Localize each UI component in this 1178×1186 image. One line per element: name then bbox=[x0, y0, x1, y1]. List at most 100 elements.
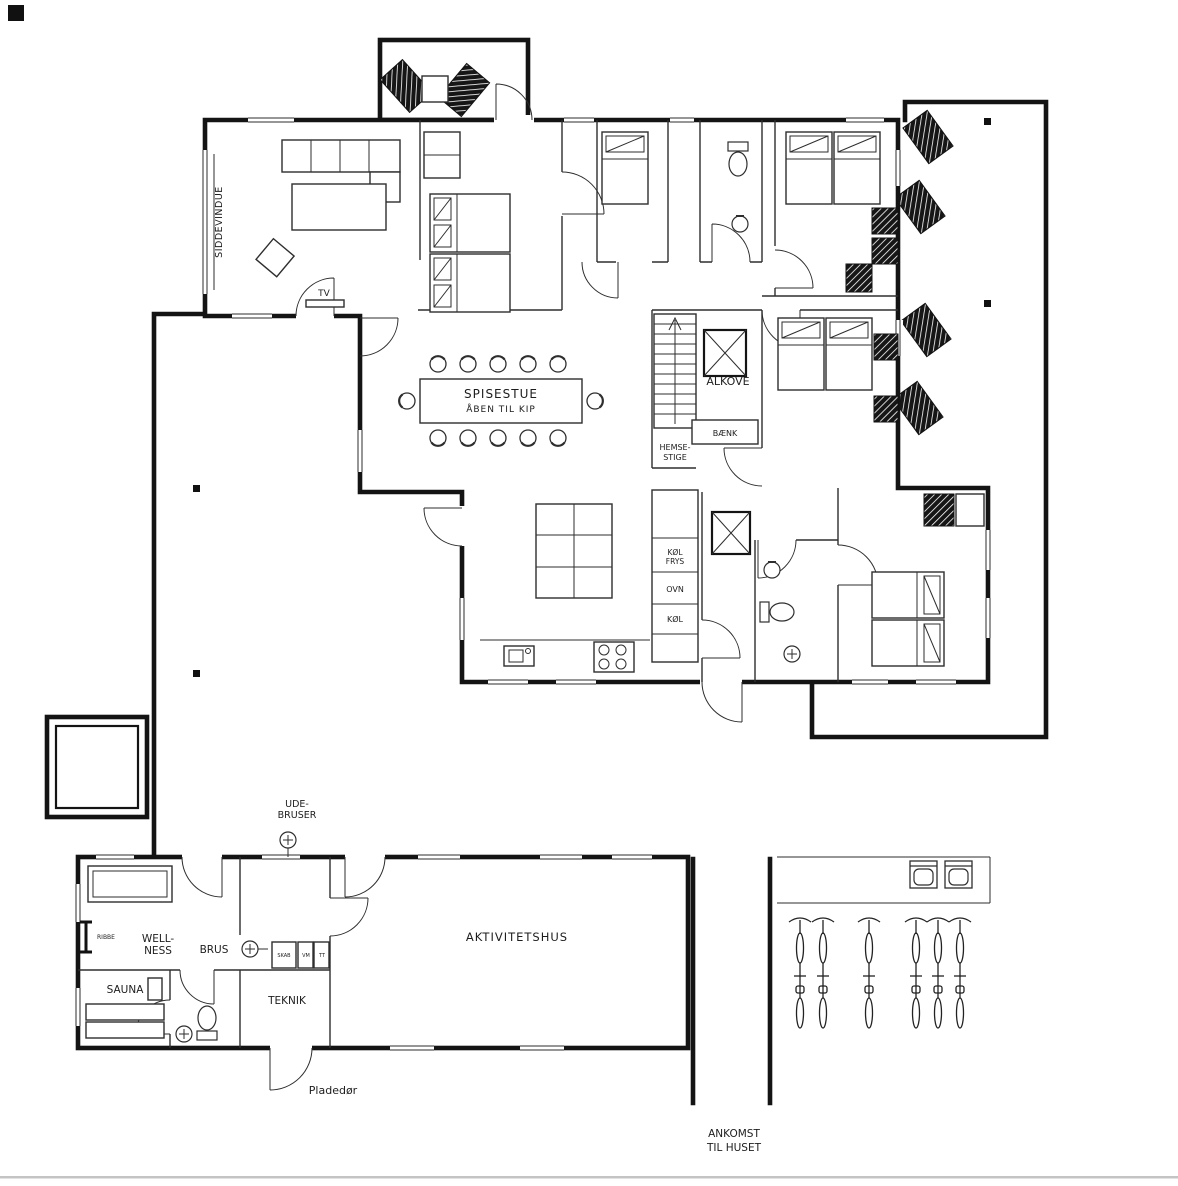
alkove-label: ALKOVE bbox=[706, 375, 749, 388]
terrace-post bbox=[984, 300, 991, 307]
left-terrace-edge bbox=[151, 311, 208, 860]
bike-icon bbox=[788, 917, 812, 1029]
bench bbox=[691, 419, 759, 445]
annex-openings bbox=[73, 852, 652, 1053]
bike-icon bbox=[811, 917, 835, 1029]
ude-bruser-label-2: BRUSER bbox=[278, 810, 317, 821]
appliance-column bbox=[651, 489, 699, 663]
single-bed-icon bbox=[785, 131, 833, 205]
chair-icon bbox=[397, 391, 417, 411]
teknik-label: TEKNIK bbox=[267, 995, 307, 1007]
bike-icon bbox=[904, 917, 928, 1029]
brus-label: BRUS bbox=[200, 944, 229, 956]
bedroom-2 bbox=[601, 131, 649, 205]
single-bed-icon bbox=[825, 317, 873, 391]
tt-label: TT bbox=[318, 953, 326, 959]
cooktop bbox=[593, 641, 635, 673]
wellness-label-2: NESS bbox=[144, 945, 172, 957]
sofa bbox=[281, 139, 401, 173]
hot-tub-inner bbox=[54, 724, 140, 810]
wall-bars-icon bbox=[80, 920, 92, 954]
pladedoer-label: Pladedør bbox=[309, 1084, 358, 1097]
annex: RIBBE WELL- NESS BRUS SKAB VM TT SAUNA bbox=[73, 799, 691, 1097]
brus-room: BRUS SKAB VM TT bbox=[200, 940, 330, 969]
ankomst-label-2: TIL HUSET bbox=[706, 1142, 762, 1154]
wellness-label-1: WELL- bbox=[142, 933, 175, 945]
chair-icon bbox=[909, 860, 938, 889]
baenk-label: BÆNK bbox=[713, 429, 738, 438]
sauna-heater bbox=[147, 977, 163, 1001]
wardrobe bbox=[845, 263, 873, 293]
hemse-label-2: STIGE bbox=[663, 453, 687, 462]
main-house: TV SIDDEVINDUE bbox=[200, 83, 993, 723]
tv-label: TV bbox=[317, 289, 330, 299]
massage-table bbox=[87, 865, 173, 903]
chair-icon bbox=[585, 391, 605, 411]
living-room: TV SIDDEVINDUE bbox=[214, 139, 401, 308]
coffee-table bbox=[291, 183, 387, 231]
shower-icon bbox=[241, 940, 259, 958]
cabinet bbox=[271, 941, 297, 969]
corner-marker bbox=[8, 5, 24, 21]
dining-room: SPISESTUE ÅBEN TIL KIP bbox=[397, 354, 605, 448]
chair-icon bbox=[428, 428, 448, 448]
ladder-arrow bbox=[668, 316, 682, 424]
hemse-ladder bbox=[653, 313, 697, 429]
wellness-room: RIBBE WELL- NESS bbox=[80, 865, 175, 957]
ribbe-label: RIBBE bbox=[97, 934, 115, 941]
dryer bbox=[313, 941, 330, 969]
outdoor-shower: UDE- BRUSER bbox=[278, 799, 317, 857]
single-bed-icon bbox=[833, 131, 881, 205]
chair-icon bbox=[488, 428, 508, 448]
terrace-table bbox=[421, 75, 449, 103]
top-terrace bbox=[377, 37, 531, 123]
hemse-label-1: HEMSE- bbox=[660, 443, 691, 452]
entrance-corridor: ANKOMST TIL HUSET bbox=[690, 856, 773, 1154]
aaben-til-kip-label: ÅBEN TIL KIP bbox=[466, 403, 536, 415]
outdoor-shower-icon bbox=[279, 831, 297, 849]
chair-icon bbox=[548, 354, 568, 374]
toilet-icon bbox=[196, 1005, 218, 1041]
bike-icon bbox=[857, 917, 881, 1029]
chair-icon bbox=[428, 354, 448, 374]
wardrobe bbox=[923, 493, 955, 527]
bedroom-3 bbox=[785, 131, 899, 293]
siddevindue-label: SIDDEVINDUE bbox=[214, 186, 225, 258]
bike-icon bbox=[926, 917, 950, 1029]
kitchen: KØL FRYS OVN KØL bbox=[480, 489, 699, 673]
annex-doors bbox=[135, 856, 386, 1091]
sauna-label: SAUNA bbox=[107, 984, 145, 996]
vm-label: VM bbox=[302, 953, 310, 959]
koel-frys-label-1: KØL bbox=[668, 548, 684, 557]
wardrobe bbox=[873, 333, 899, 361]
bedroom-1 bbox=[423, 131, 511, 313]
lounge-chair-icon bbox=[902, 109, 954, 165]
bike-icon bbox=[948, 917, 972, 1029]
terrace-post bbox=[193, 670, 200, 677]
chair-icon bbox=[548, 428, 568, 448]
tv bbox=[305, 299, 345, 308]
bike-parking bbox=[777, 856, 991, 1029]
double-bed-icon bbox=[429, 193, 511, 253]
terrace-outlines bbox=[44, 99, 1049, 860]
chair-icon bbox=[488, 354, 508, 374]
sink-icon bbox=[731, 215, 749, 233]
ankomst-label-1: ANKOMST bbox=[708, 1128, 760, 1140]
teknik-room: TEKNIK bbox=[267, 995, 307, 1007]
kitchen-sink bbox=[503, 645, 535, 667]
toilet-icon bbox=[727, 141, 749, 177]
aktivitetshus-label: AKTIVITETSHUS bbox=[466, 930, 568, 944]
chair-icon bbox=[458, 354, 478, 374]
lounge-chair-icon bbox=[900, 302, 952, 358]
hall-skylight bbox=[710, 510, 752, 556]
sink-icon bbox=[763, 561, 781, 579]
ude-bruser-label-1: UDE- bbox=[285, 799, 309, 810]
single-bed-icon bbox=[871, 619, 945, 667]
sink-icon bbox=[175, 1025, 193, 1043]
tap-icon bbox=[525, 648, 531, 654]
footer-rule bbox=[0, 1176, 1178, 1179]
terrace-post bbox=[984, 118, 991, 125]
bedroom-5 bbox=[871, 493, 985, 667]
single-bed-icon bbox=[601, 131, 649, 205]
